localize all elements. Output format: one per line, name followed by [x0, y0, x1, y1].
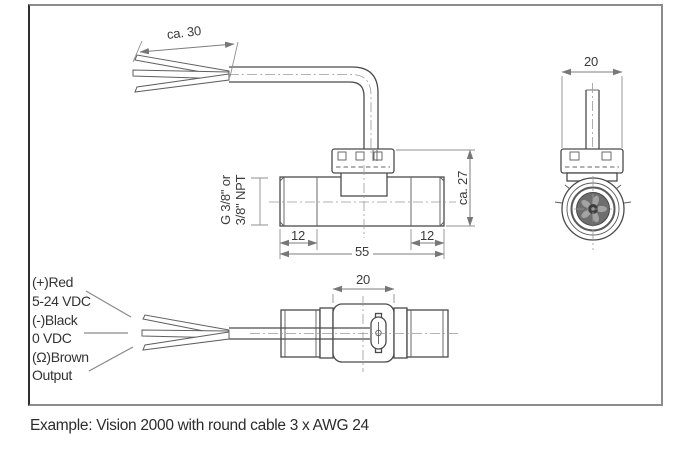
end-view: 20 — [554, 54, 632, 250]
leader-red-wire — [85, 290, 132, 318]
leader-brown-wire — [88, 346, 134, 372]
thread-spec: G 3/8" or 3/8" NPT — [218, 174, 268, 226]
example-caption: Example: Vision 2000 with round cable 3 … — [30, 417, 369, 434]
cable — [229, 66, 379, 153]
thread-spec-line2: 3/8" NPT — [233, 174, 248, 225]
wire-black-designation: (-)Black — [32, 312, 79, 328]
wire-red-function: 5-24 VDC — [32, 293, 91, 309]
wire-black-function: 0 VDC — [32, 330, 72, 346]
connector-block — [331, 148, 395, 174]
dim-top-width-label: 20 — [356, 272, 370, 287]
right-hex — [393, 307, 408, 359]
wire-red-designation: (+)Red — [32, 274, 73, 290]
top-view: 20 — [84, 272, 458, 372]
dim-cable-strip: ca. 30 — [132, 23, 239, 78]
dim-end-width-label: 20 — [584, 54, 598, 69]
port-face — [554, 176, 632, 250]
stripped-wires — [132, 54, 230, 93]
dim-body-height: ca. 27 — [396, 149, 475, 227]
dim-left-thread-label: 12 — [291, 228, 305, 243]
dim-cable-strip-label: ca. 30 — [166, 23, 202, 42]
dim-right-thread-label: 12 — [420, 228, 434, 243]
dim-body-length: 12 12 55 — [279, 228, 445, 259]
dim-body-length-label: 55 — [355, 244, 369, 259]
wire-brown-function: Output — [32, 367, 72, 383]
side-view: ca. 30 12 12 55 ca. 27 — [132, 23, 475, 259]
stripped-wires-top — [141, 314, 230, 351]
wire-brown-designation: (Ω)Brown — [32, 349, 89, 365]
thread-spec-line1: G 3/8" or — [218, 174, 233, 225]
dim-body-height-label: ca. 27 — [455, 171, 470, 205]
wiring-legend: (+)Red 5-24 VDC (-)Black 0 VDC (Ω)Brown … — [32, 274, 91, 383]
left-hex — [319, 307, 334, 359]
